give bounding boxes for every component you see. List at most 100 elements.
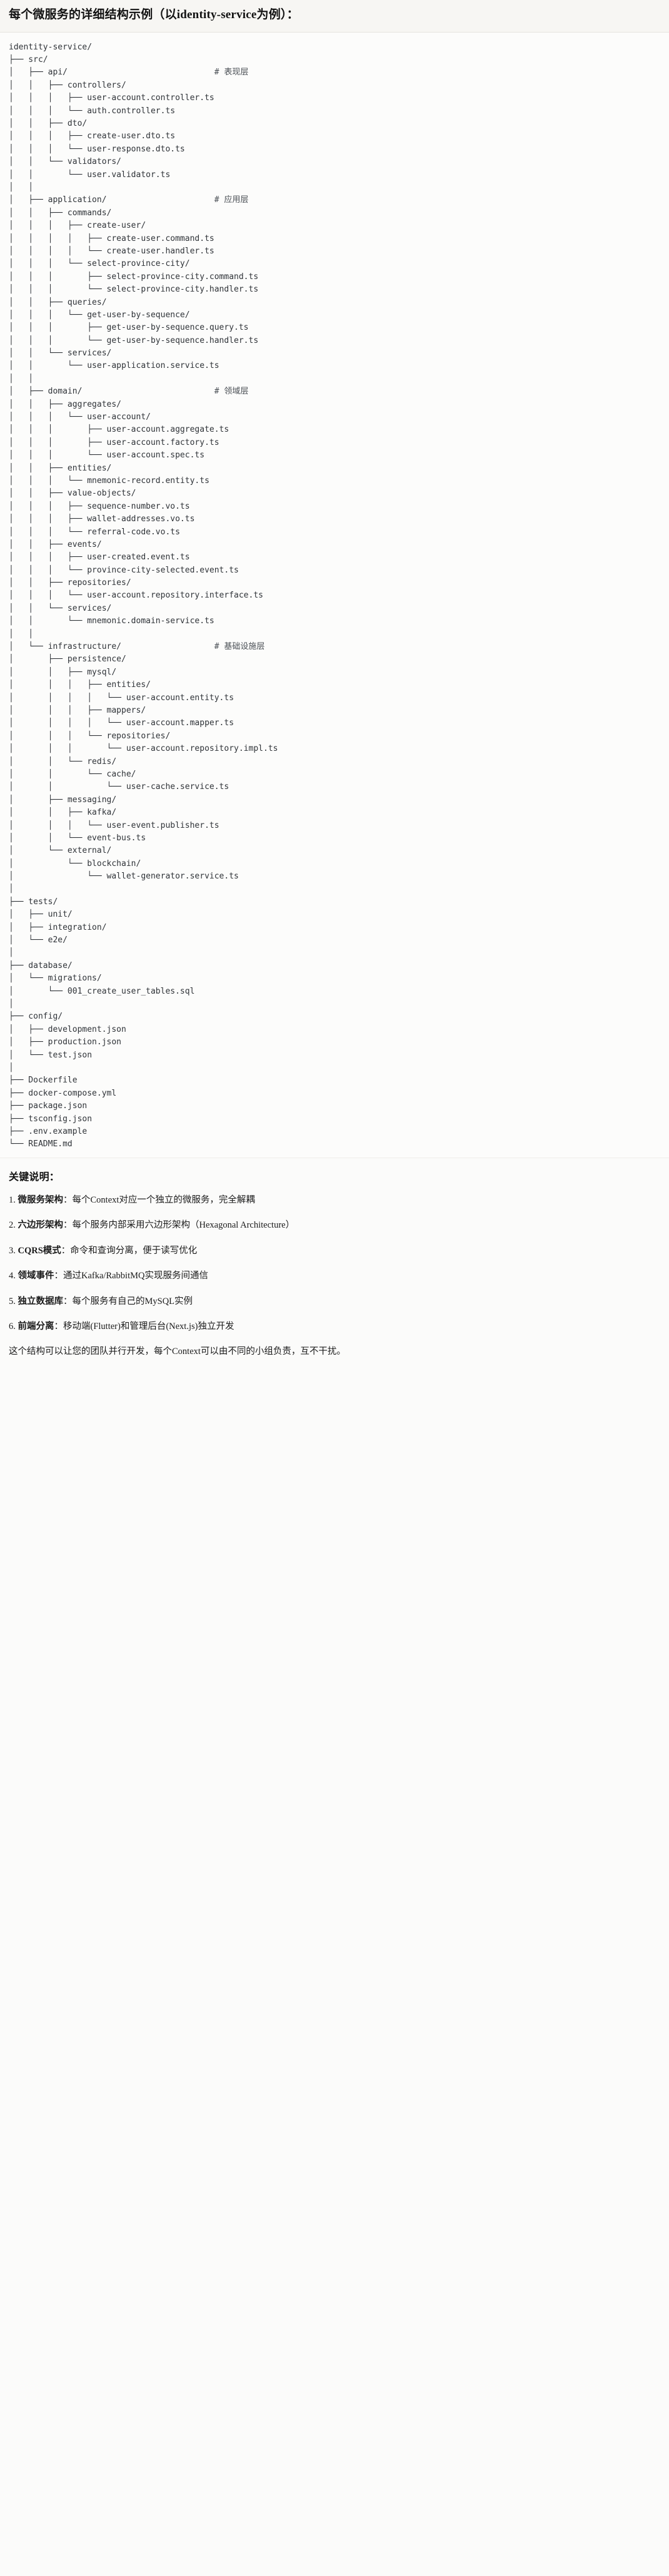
tree-line: │ │ ├── entities/	[9, 463, 112, 473]
key-point-item: 4. 领域事件：通过Kafka/RabbitMQ实现服务间通信	[9, 1269, 660, 1283]
key-point-item: 3. CQRS模式：命令和查询分离，便于读写优化	[9, 1244, 660, 1258]
tree-line: │ │ │ │ ├── create-user.command.ts	[9, 233, 214, 243]
tree-line: │ │ │ └── mnemonic-record.entity.ts	[9, 476, 209, 486]
key-point-term: 六边形架构	[18, 1220, 64, 1231]
tree-line: │ │ ├── commands/	[9, 208, 112, 218]
tree-line: │ │ │ ├── entities/	[9, 680, 151, 690]
tree-line: │ │ │ ├── wallet-addresses.vo.ts	[9, 514, 195, 524]
tree-line: │ │ │ │ └── user-account.mapper.ts	[9, 718, 234, 728]
tree-line: ├── .env.example	[9, 1126, 88, 1136]
key-point-number: 5.	[9, 1296, 18, 1306]
tree-line: │ │ │ │ └── user-account.entity.ts	[9, 693, 234, 703]
tree-line: │ │ │ ├── sequence-number.vo.ts	[9, 501, 190, 511]
tree-line: │ │ ├── value-objects/	[9, 489, 136, 499]
tree-line: ├── src/	[9, 55, 48, 65]
tree-line: identity-service/	[9, 42, 93, 52]
tree-line: │ │ └── redis/	[9, 756, 117, 766]
tree-line: │ │ │ ├── user-account.factory.ts	[9, 437, 219, 447]
key-points-list: 1. 微服务架构：每个Context对应一个独立的微服务，完全解耦 2. 六边形架…	[9, 1193, 660, 1334]
tree-line: │ │ │ ├── create-user.dto.ts	[9, 131, 176, 141]
tree-line: │ │ ├── mysql/	[9, 667, 117, 677]
key-point-term: 前端分离	[18, 1321, 54, 1332]
tree-line: │ ├── persistence/	[9, 654, 126, 664]
tree-line: │ │ │ └── user-event.publisher.ts	[9, 820, 219, 830]
directory-tree-block: identity-service/ ├── src/ │ ├── api/ # 表现…	[0, 32, 669, 1158]
tree-line: │ │ │ └── get-user-by-sequence/	[9, 310, 190, 320]
tree-line: │ │ │ └── repositories/	[9, 731, 171, 741]
tree-line: │ │ └── services/	[9, 603, 112, 613]
tree-line: │ │ │ └── user-account/	[9, 412, 151, 422]
tree-line: │ │ ├── queries/	[9, 297, 107, 307]
tree-line: │ │ │ └── get-user-by-sequence.handler.t…	[9, 335, 259, 345]
tree-line: │ │ │ ├── create-user/	[9, 221, 146, 231]
directory-tree: identity-service/ ├── src/ │ ├── api/ # 表现…	[9, 41, 660, 1151]
tree-line: │ │ └── event-bus.ts	[9, 833, 146, 843]
tree-line: │ │ │ ├── select-province-city.command.t…	[9, 272, 259, 282]
key-point-item: 6. 前端分离：移动端(Flutter)和管理后台(Next.js)独立开发	[9, 1320, 660, 1333]
key-point-description: ：通过Kafka/RabbitMQ实现服务间通信	[54, 1271, 208, 1281]
tree-line: │ │ └── user.validator.ts	[9, 170, 171, 180]
tree-line: │ └── e2e/	[9, 935, 68, 945]
tree-line: │ │ └── services/	[9, 349, 112, 359]
tree-line: │ │ │ └── auth.controller.ts	[9, 106, 176, 116]
tree-line: │ └── 001_create_user_tables.sql	[9, 986, 195, 996]
tree-line: │ └── blockchain/	[9, 858, 141, 868]
key-point-item: 2. 六边形架构：每个服务内部采用六边形架构（Hexagonal Archite…	[9, 1218, 660, 1232]
key-points-section: 关键说明： 1. 微服务架构：每个Context对应一个独立的微服务，完全解耦 2…	[0, 1158, 669, 1373]
tree-line: │ │ │ │ └── create-user.handler.ts	[9, 246, 214, 256]
tree-line: │ ├── production.json	[9, 1037, 122, 1047]
tree-line: │ │ └── user-application.service.ts	[9, 361, 219, 371]
tree-line: │ ├── integration/	[9, 922, 107, 932]
key-point-description: ：每个Context对应一个独立的微服务，完全解耦	[63, 1194, 255, 1205]
tree-line: │ ├── messaging/	[9, 795, 117, 805]
tree-line: │ ├── development.json	[9, 1024, 126, 1034]
tree-line: │ └── test.json	[9, 1050, 93, 1060]
key-point-number: 2.	[9, 1220, 18, 1231]
tree-line: │ │ ├── dto/	[9, 119, 88, 129]
tree-line: │	[9, 1062, 14, 1072]
tree-line: │ │ │ ├── user-account.aggregate.ts	[9, 425, 229, 435]
key-point-term: CQRS模式	[18, 1245, 61, 1256]
tree-line: │	[9, 999, 14, 1009]
tree-line: │ │ ├── aggregates/	[9, 399, 122, 409]
key-point-description: ：每个服务内部采用六边形架构（Hexagonal Architecture）	[63, 1220, 295, 1231]
tree-line: │	[9, 948, 14, 958]
tree-line: │ │ │ ├── mappers/	[9, 706, 146, 715]
key-point-item: 1. 微服务架构：每个Context对应一个独立的微服务，完全解耦	[9, 1193, 660, 1207]
key-point-term: 微服务架构	[18, 1194, 64, 1205]
key-point-term: 领域事件	[18, 1271, 54, 1281]
page-root: 每个微服务的详细结构示例（以identity-service为例）： ident…	[0, 0, 669, 1373]
tree-line: │ │ │ └── user-response.dto.ts	[9, 144, 185, 154]
tree-line: │ │ │ └── user-account.spec.ts	[9, 451, 205, 461]
tree-line: ├── config/	[9, 1012, 63, 1022]
tree-line: │ │ └── mnemonic.domain-service.ts	[9, 616, 214, 626]
tree-line-comment: # 应用层	[214, 195, 249, 205]
key-point-term: 独立数据库	[18, 1296, 64, 1306]
tree-line: │ │ │ └── referral-code.vo.ts	[9, 527, 180, 537]
key-point-description: ：命令和查询分离，便于读写优化	[61, 1245, 198, 1256]
key-point-number: 6.	[9, 1321, 18, 1332]
tree-line: │ ├── domain/ # 领域层	[9, 387, 249, 397]
title-bar: 每个微服务的详细结构示例（以identity-service为例）：	[0, 0, 669, 33]
key-point-number: 4.	[9, 1271, 18, 1281]
tree-line-comment: # 基础设施层	[214, 642, 265, 652]
key-point-item: 5. 独立数据库：每个服务有自己的MySQL实例	[9, 1295, 660, 1308]
tree-line: │ │ └── user-cache.service.ts	[9, 782, 229, 792]
tree-line: │ │ │ └── select-province-city.handler.t…	[9, 285, 259, 295]
tree-line: ├── package.json	[9, 1101, 88, 1111]
key-points-heading: 关键说明：	[9, 1171, 60, 1183]
tree-line: │ └── wallet-generator.service.ts	[9, 872, 239, 882]
tree-line: ├── docker-compose.yml	[9, 1088, 117, 1098]
tree-line: │ │ ├── controllers/	[9, 80, 126, 90]
tree-line: │ ├── api/ # 表现层	[9, 68, 249, 78]
tree-line: │ │ └── cache/	[9, 769, 136, 779]
tree-line: │ │ └── validators/	[9, 157, 122, 167]
tree-line: │ │ ├── repositories/	[9, 578, 131, 588]
tree-line: └── README.md	[9, 1139, 73, 1149]
tree-line: │ └── infrastructure/ # 基础设施层	[9, 642, 265, 652]
key-point-description: ：每个服务有自己的MySQL实例	[63, 1296, 193, 1306]
tree-line: │ └── external/	[9, 846, 112, 856]
key-point-number: 1.	[9, 1194, 18, 1205]
tree-line: │ └── migrations/	[9, 974, 102, 984]
tree-line: ├── Dockerfile	[9, 1076, 78, 1086]
